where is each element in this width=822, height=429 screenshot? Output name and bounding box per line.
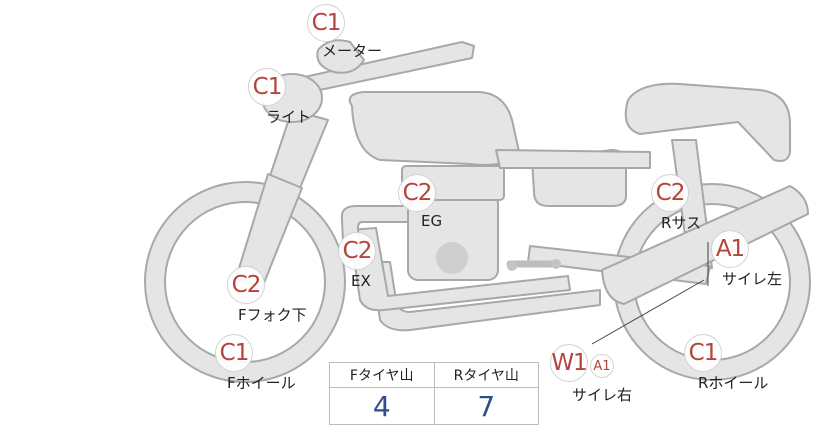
muffler-left-label: サイレ左 [722, 270, 783, 288]
front-wheel-label: Fホイール [227, 374, 296, 392]
front-fork-label: Fフォク下 [238, 306, 307, 324]
rear-wheel-label: Rホイール [698, 374, 769, 392]
front-tread-header: Fタイヤ山 [329, 362, 435, 388]
engine-label: EG [421, 212, 443, 230]
front-tread-value[interactable]: 4 [329, 387, 435, 425]
frame-down [349, 227, 571, 312]
exhaust-pipe [340, 205, 421, 263]
muffler-right-extra-code-badge[interactable]: A1 [590, 354, 614, 378]
muffler [601, 185, 809, 305]
meter-body [316, 39, 365, 74]
leader-line-muffler-right [591, 279, 705, 345]
light-label: ライト [266, 108, 312, 126]
meter-code-badge[interactable]: C1 [307, 4, 345, 42]
muffler-right-label: サイレ右 [572, 386, 633, 404]
exhaust-label: EX [351, 272, 371, 290]
front-fork-code-badge[interactable]: C2 [227, 266, 265, 304]
engine-cover [436, 242, 468, 274]
rear-tread-header: Rタイヤ山 [433, 362, 539, 388]
frame-spine [495, 149, 651, 169]
rear-tread-value[interactable]: 7 [433, 387, 539, 425]
exhaust-code-badge[interactable]: C2 [338, 232, 376, 270]
rear-wheel-code-badge[interactable]: C1 [684, 334, 722, 372]
rear-sus-code-badge[interactable]: C2 [651, 174, 689, 212]
seat [624, 82, 791, 162]
light-code-badge[interactable]: C1 [248, 68, 286, 106]
meter-label: メーター [322, 42, 383, 60]
muffler-left-code-badge[interactable]: A1 [711, 230, 749, 268]
muffler-right-code-badge[interactable]: W1 [550, 344, 588, 382]
tire-tread-table: Fタイヤ山 Rタイヤ山 4 7 [329, 362, 539, 425]
rear-sus-label: Rサス [661, 214, 702, 232]
engine-code-badge[interactable]: C2 [398, 174, 436, 212]
front-wheel-code-badge[interactable]: C1 [215, 334, 253, 372]
fuel-tank [348, 91, 521, 166]
